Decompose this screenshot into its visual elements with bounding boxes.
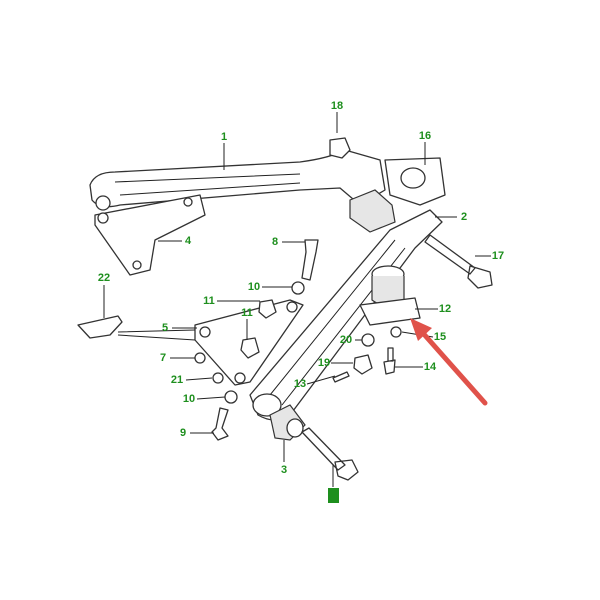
- label-14: 14: [424, 361, 437, 373]
- label-12: 12: [439, 303, 451, 315]
- label-16: 16: [419, 130, 431, 142]
- label-9: 9: [180, 427, 186, 439]
- part-19-nut: [353, 354, 373, 375]
- part-21-washer: [212, 372, 224, 384]
- label-10: 10: [183, 393, 195, 405]
- part-10-washer: [291, 281, 305, 295]
- part-12-ball-joint: [359, 265, 421, 326]
- part-20-washer: [361, 333, 375, 347]
- label-20: 20: [340, 334, 352, 346]
- label-10: 10: [248, 281, 260, 293]
- part-13-pin: [332, 371, 350, 383]
- label-11: 11: [241, 307, 253, 319]
- part-18-nut: [329, 137, 351, 159]
- part-16-mount: [349, 157, 446, 233]
- part-11-nut: [240, 337, 260, 359]
- leader-lines: [103, 112, 491, 487]
- label-1: 1: [221, 131, 227, 143]
- part-6-bolt: [301, 427, 359, 481]
- part-15-washer: [390, 326, 402, 338]
- part-4-bracket: [94, 194, 206, 276]
- label-13: 13: [294, 378, 306, 390]
- part-22-clip: [77, 315, 123, 339]
- label-18: 18: [331, 100, 343, 112]
- part-7-nut: [194, 352, 206, 364]
- label-4: 4: [185, 235, 192, 247]
- label-19: 19: [318, 357, 330, 369]
- label-2: 2: [461, 211, 467, 223]
- label-22: 22: [98, 272, 110, 284]
- highlight-arrow: [410, 318, 488, 406]
- part-badge-icon: [328, 488, 339, 503]
- part-8-bolt: [301, 239, 319, 281]
- part-14-bolt: [383, 347, 396, 375]
- part-17-bolt: [424, 234, 493, 289]
- label-3: 3: [281, 464, 287, 476]
- part-1-cross-member: [89, 149, 386, 211]
- part-9-bolt: [211, 407, 229, 441]
- label-11: 11: [203, 295, 215, 307]
- part-3-bushing: [269, 404, 306, 441]
- label-21: 21: [171, 374, 183, 386]
- label-7: 7: [160, 352, 166, 364]
- part-10-washer: [224, 390, 238, 404]
- label-15: 15: [434, 331, 446, 343]
- label-5: 5: [162, 322, 168, 334]
- label-8: 8: [272, 236, 278, 248]
- label-17: 17: [492, 250, 504, 262]
- part-11-nut: [258, 299, 277, 319]
